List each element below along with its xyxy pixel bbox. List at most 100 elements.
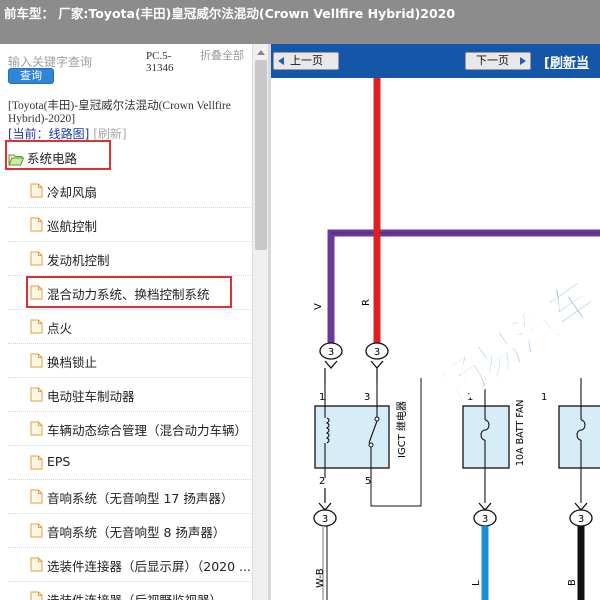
connector-bottom-2-number: 3: [482, 514, 488, 525]
pin-label-3: 3: [364, 392, 370, 403]
tree-item[interactable]: EPS: [0, 446, 252, 480]
document-icon: [30, 319, 43, 338]
document-icon: [30, 353, 43, 372]
row-divider: [8, 309, 252, 310]
relay-name-label: IGCT 继电器: [395, 401, 408, 458]
viewer-nav-bar: 上一页 下一页 [刷新当: [271, 44, 600, 78]
arrow-right-icon: [520, 57, 526, 65]
folder-open-icon: [8, 151, 25, 170]
circuit-tree: 系统电路 冷却风扇巡航控制发动机控制混合动力系统、换档控制系统点火换档锁止电动驻…: [0, 140, 252, 600]
pin-label-2: 2: [319, 476, 325, 487]
pc-code: PC.5-31346: [146, 50, 174, 74]
tree-item-label: EPS: [47, 454, 71, 469]
row-divider: [8, 343, 252, 344]
wire-label-l: L: [471, 580, 482, 586]
prev-page-button[interactable]: 上一页: [273, 52, 339, 70]
tree-item-label: 电动驻车制动器: [47, 389, 135, 404]
row-divider: [8, 275, 252, 276]
collapse-all-link[interactable]: 折叠全部: [200, 49, 244, 62]
row-divider: [8, 479, 252, 480]
row-divider: [8, 581, 252, 582]
row-divider: [8, 513, 252, 514]
pin-label-fuse1: 1: [467, 392, 473, 403]
wiring-diagram: V R 3 3 1 3 IGCT 继电器 2 5: [271, 78, 600, 600]
window-title: 前车型： 厂家:Toyota(丰田)皇冠威尔法混动(Crown Vellfire…: [4, 6, 456, 21]
document-icon: [30, 591, 43, 600]
connector-bottom-1: [313, 509, 337, 527]
document-icon: [30, 285, 43, 304]
search-button[interactable]: 查询: [8, 68, 54, 84]
document-icon: [30, 421, 43, 440]
document-icon: [30, 251, 43, 270]
tree-item-label: 点火: [47, 321, 73, 336]
tree-item-label: 巡航控制: [47, 219, 98, 234]
tree-item[interactable]: 音响系统（无音响型 8 扬声器）: [0, 514, 252, 548]
tree-item-label: 发动机控制: [47, 253, 110, 268]
document-icon: [30, 557, 43, 576]
fuse-right: [558, 405, 600, 469]
vehicle-path: [Toyota(丰田)-皇冠威尔法混动(Crown Vellfire Hybri…: [8, 100, 231, 125]
tree-item[interactable]: 选装件连接器（后视野监视器）: [0, 582, 252, 600]
connector-top-1: [319, 342, 343, 360]
wire-label-b: B: [567, 579, 578, 586]
left-panel-scrollbar[interactable]: [252, 44, 268, 600]
tree-item[interactable]: 混合动力系统、换档控制系统: [0, 276, 252, 310]
next-page-button[interactable]: 下一页: [465, 52, 531, 70]
tree-item-label: 换档锁止: [47, 355, 98, 370]
search-input[interactable]: [8, 52, 138, 72]
tree-item[interactable]: 音响系统（无音响型 17 扬声器）: [0, 480, 252, 514]
tree-item-label: 选装件连接器（后显示屏）（2020 ...: [47, 559, 251, 574]
tree-item[interactable]: 电动驻车制动器: [0, 378, 252, 412]
tree-root-system-circuits[interactable]: 系统电路: [0, 140, 252, 174]
row-divider: [8, 411, 252, 412]
connector-top-1-number: 3: [328, 347, 334, 358]
breadcrumb-current: [当前：线路图]: [8, 127, 90, 141]
fuse-10a-batt-fan: [462, 405, 510, 469]
tree-item-label: 选装件连接器（后视野监视器）: [47, 590, 222, 600]
fuse-label: 10A BATT FAN: [515, 399, 526, 466]
connector-bottom-1-number: 3: [322, 514, 328, 525]
row-divider: [8, 207, 252, 208]
tree-item[interactable]: 点火: [0, 310, 252, 344]
tree-item[interactable]: 车辆动态综合管理（混合动力车辆）: [0, 412, 252, 446]
wire-label-v: V: [313, 303, 324, 310]
document-icon: [30, 455, 43, 474]
tree-item[interactable]: 巡航控制: [0, 208, 252, 242]
igct-relay: [314, 405, 390, 469]
diagram-viewer: 上一页 下一页 [刷新当 V R 3 3 1 3: [271, 44, 600, 600]
document-icon: [30, 489, 43, 508]
tree-item-label: 冷却风扇: [47, 185, 98, 200]
wire-label-wb: W-B: [315, 568, 326, 588]
tree-item[interactable]: 发动机控制: [0, 242, 252, 276]
scroll-up-arrow-icon[interactable]: [257, 50, 265, 55]
viewer-refresh-link[interactable]: [刷新当: [544, 56, 589, 71]
document-icon: [30, 217, 43, 236]
document-icon: [30, 523, 43, 542]
tree-item-label: 音响系统（无音响型 8 扬声器）: [47, 525, 226, 540]
tree-item-label: 混合动力系统、换档控制系统: [47, 287, 210, 302]
tree-item[interactable]: 冷却风扇: [0, 174, 252, 208]
tree-item-label: 音响系统（无音响型 17 扬声器）: [47, 491, 234, 506]
connector-top-2-number: 3: [374, 347, 380, 358]
row-divider: [8, 547, 252, 548]
tree-item[interactable]: 选装件连接器（后显示屏）（2020 ...: [0, 548, 252, 582]
row-divider: [8, 241, 252, 242]
arrow-left-icon: [278, 57, 284, 65]
scrollbar-thumb[interactable]: [255, 60, 267, 250]
connector-top-2: [365, 342, 389, 360]
pin-label-5: 5: [365, 476, 371, 487]
breadcrumb-refresh-link[interactable]: [刷新]: [93, 127, 127, 141]
window-titlebar: 前车型： 厂家:Toyota(丰田)皇冠威尔法混动(Crown Vellfire…: [0, 0, 600, 44]
row-divider: [8, 445, 252, 446]
tree-item[interactable]: 换档锁止: [0, 344, 252, 378]
document-icon: [30, 387, 43, 406]
row-divider: [8, 377, 252, 378]
tree-root-label: 系统电路: [27, 151, 78, 166]
pin-label-1: 1: [319, 392, 325, 403]
panel-splitter[interactable]: [268, 44, 271, 600]
pin-label-fuse2: 1: [541, 392, 547, 403]
document-icon: [30, 183, 43, 202]
tree-item-label: 车辆动态综合管理（混合动力车辆）: [47, 423, 248, 438]
breadcrumb: [当前：线路图] [刷新]: [8, 125, 127, 142]
connector-bottom-3-number: 3: [578, 514, 584, 525]
